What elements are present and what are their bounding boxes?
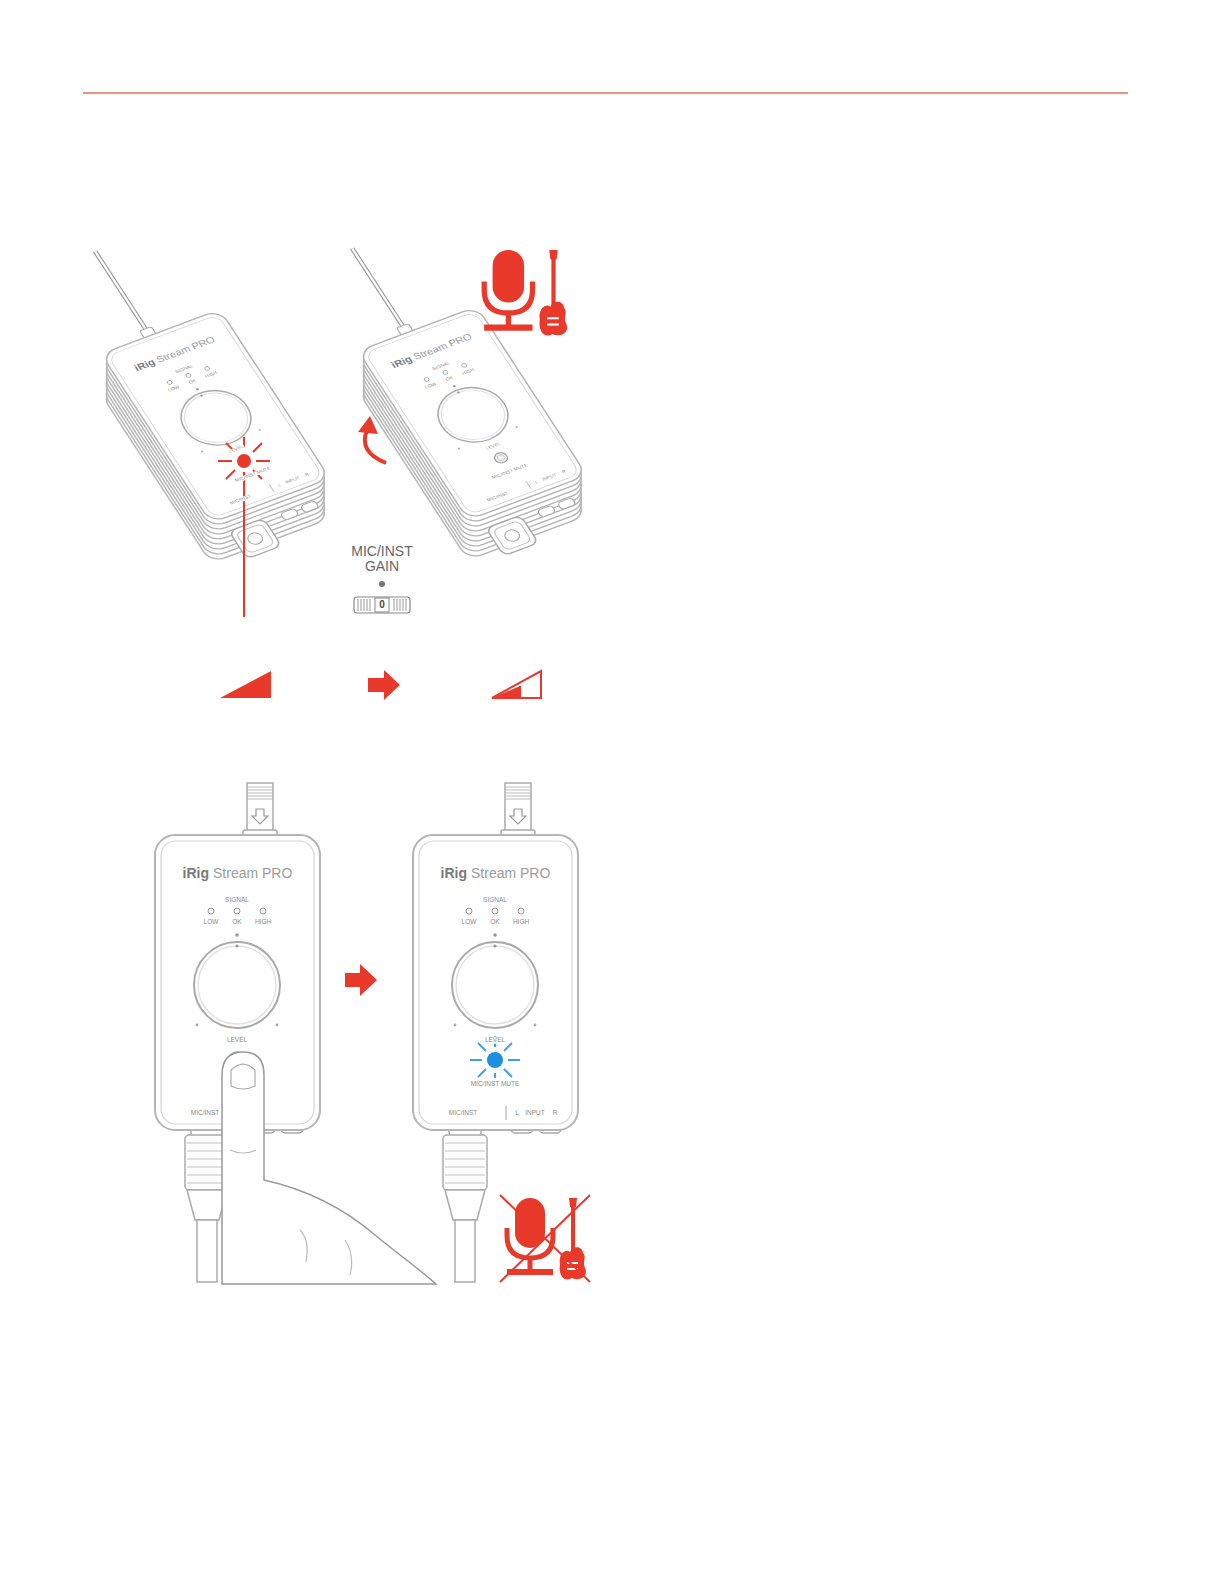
dial-value: 0 (378, 600, 386, 610)
gain-wheel-part (354, 597, 410, 613)
gain-wheel-part (379, 581, 385, 587)
brand-logo: iRig (440, 866, 468, 880)
finger-part (222, 1052, 436, 1284)
gain-wheel-part (403, 599, 404, 611)
gain-wheel-part (400, 599, 401, 611)
mute-led-red-part (243, 472, 245, 617)
mute-led-blue-part (504, 1069, 512, 1077)
gain-wheel-part (397, 599, 398, 611)
level-change-part (220, 671, 271, 698)
level-change (220, 670, 541, 700)
gain-wheel-part (367, 599, 368, 611)
device-top-left-part (101, 309, 330, 523)
step-arrow (345, 964, 377, 996)
mute-led-blue-part (494, 1073, 496, 1078)
brand-logo: iRig (182, 866, 210, 880)
muted-icon-part (500, 1195, 590, 1282)
led-label: OK (489, 919, 500, 926)
brand-logo: Stream PRO (212, 866, 293, 880)
gain-wheel-part (370, 599, 371, 611)
mute-led-blue-part (487, 1052, 503, 1068)
gain-wheel-part (361, 599, 362, 611)
device-top-right-part (358, 306, 587, 520)
level-change-part (519, 686, 521, 698)
finger-part (300, 1230, 307, 1262)
panel-label: SIGNAL (482, 897, 508, 904)
input-label: L (514, 1110, 520, 1117)
mute-led-blue-part (504, 1043, 512, 1051)
muted-icon-part (500, 1195, 590, 1282)
device-bottom-right (413, 783, 578, 1282)
input-label: R (552, 1110, 559, 1117)
input-label: MIC/INST (448, 1110, 479, 1117)
led-label: LOW (203, 919, 220, 926)
device-bottom-right-part (443, 1121, 487, 1282)
device-bottom-left-part (243, 783, 277, 837)
gain-wheel-part (394, 599, 395, 611)
illustration-part (484, 250, 567, 336)
input-label: MIC/INST (190, 1110, 221, 1117)
mute-led-red-part (256, 460, 270, 462)
mute-led-blue-part (478, 1043, 486, 1051)
led-label: OK (231, 919, 242, 926)
mute-led-blue-part (508, 1059, 520, 1061)
led-label: LOW (461, 919, 478, 926)
rotate-arrow-part (365, 430, 386, 463)
level-change-part (368, 670, 400, 700)
muted-icon (500, 1195, 590, 1282)
finger (222, 1052, 436, 1284)
brand-logo: Stream PRO (470, 866, 551, 880)
device-top-right (282, 222, 612, 567)
led-label: HIGH (512, 919, 530, 926)
button-label: MIC/INST MUTE (470, 1081, 521, 1088)
mute-led-blue (470, 1036, 520, 1078)
rotate-arrow (358, 416, 386, 463)
rotate-arrow-part (358, 416, 378, 434)
gain-wheel-part (364, 599, 365, 611)
mute-led-red (218, 437, 270, 617)
finger-part (345, 1240, 352, 1275)
gain-wheel-part (358, 599, 359, 611)
mute-led-blue-part (470, 1059, 482, 1061)
knob-label: LEVEL (484, 1037, 506, 1044)
knob-label: LEVEL (226, 1037, 248, 1044)
mute-led-red-part (253, 443, 262, 452)
finger-part (230, 1150, 256, 1153)
control-name: MIC/INST GAIN (341, 544, 423, 575)
gain-wheel-part (406, 599, 407, 611)
panel-label: SIGNAL (224, 897, 250, 904)
mute-led-red-part (237, 454, 251, 468)
mute-led-red-part (226, 470, 235, 479)
mute-led-red-part (234, 451, 254, 471)
device-bottom-right-part (413, 835, 578, 1130)
gain-wheel (354, 581, 410, 613)
gain-wheel-part (375, 598, 389, 612)
level-change-part (492, 671, 541, 698)
led-label: HIGH (254, 919, 272, 926)
mute-led-blue-part (478, 1069, 486, 1077)
device-top-left (25, 225, 355, 570)
device-bottom-right-part (501, 783, 535, 837)
mute-led-blue-part (484, 1049, 506, 1071)
finger-part (231, 1064, 255, 1089)
input-label: INPUT (524, 1110, 546, 1117)
mute-led-red-part (218, 460, 232, 462)
header-rule (83, 92, 1128, 94)
